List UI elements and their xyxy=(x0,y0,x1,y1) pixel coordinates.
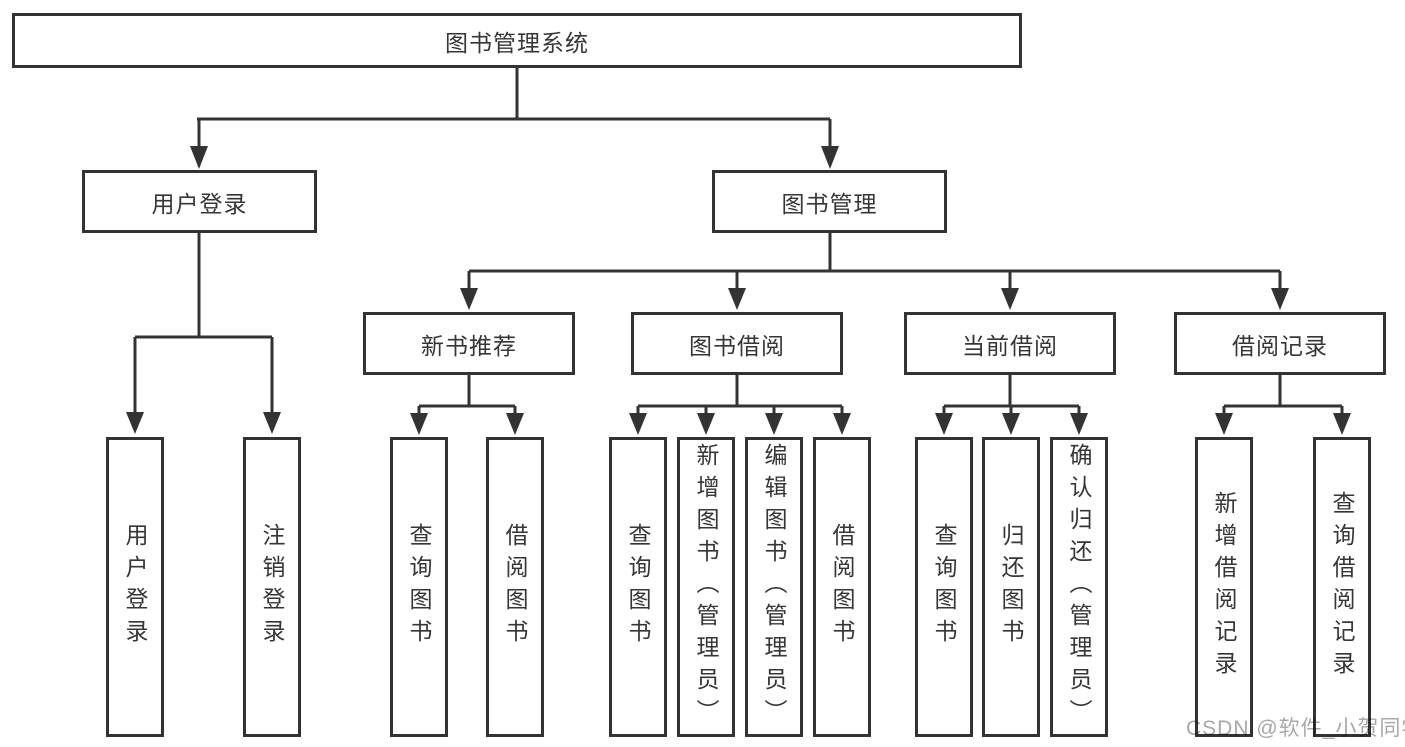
leaf-records-query-record: 查询借阅记录 xyxy=(1313,437,1371,737)
node-library-system-label: 图书管理系统 xyxy=(445,29,589,56)
node-book-borrowing: 图书借阅 xyxy=(631,312,843,375)
leaf-borrowing-borrow-books: 借阅图书 xyxy=(813,437,871,737)
node-book-borrowing-label: 图书借阅 xyxy=(689,332,785,359)
csdn-watermark: CSDN @软件_小贺同学 xyxy=(1186,717,1405,740)
node-current-borrowing-label: 当前借阅 xyxy=(962,332,1058,359)
leaf-current-return-books: 归还图书 xyxy=(982,437,1040,737)
node-new-book-recommend-label: 新书推荐 xyxy=(421,332,517,359)
leaf-user-login: 用户登录 xyxy=(106,437,164,737)
node-user-login-label: 用户登录 xyxy=(151,190,248,217)
leaf-borrowing-query-books: 查询图书 xyxy=(609,437,667,737)
leaf-current-query-books: 查询图书 xyxy=(915,437,973,737)
leaf-newbook-query-books: 查询图书 xyxy=(390,437,448,737)
node-borrow-records: 借阅记录 xyxy=(1174,312,1386,375)
node-new-book-recommend: 新书推荐 xyxy=(363,312,575,375)
node-library-system: 图书管理系统 xyxy=(12,13,1022,68)
node-user-login: 用户登录 xyxy=(82,170,317,233)
leaf-borrowing-add-books-admin: 新增图书（管理员） xyxy=(677,437,735,737)
leaf-current-confirm-return-admin: 确认归还（管理员） xyxy=(1050,437,1108,737)
leaf-borrowing-edit-books-admin: 编辑图书（管理员） xyxy=(745,437,803,737)
leaf-newbook-borrow-books: 借阅图书 xyxy=(486,437,544,737)
node-current-borrowing: 当前借阅 xyxy=(904,312,1116,375)
node-book-management: 图书管理 xyxy=(712,170,947,233)
node-book-management-label: 图书管理 xyxy=(781,190,878,217)
node-borrow-records-label: 借阅记录 xyxy=(1232,332,1328,359)
leaf-records-add-record: 新增借阅记录 xyxy=(1195,437,1253,737)
leaf-logout: 注销登录 xyxy=(243,437,301,737)
